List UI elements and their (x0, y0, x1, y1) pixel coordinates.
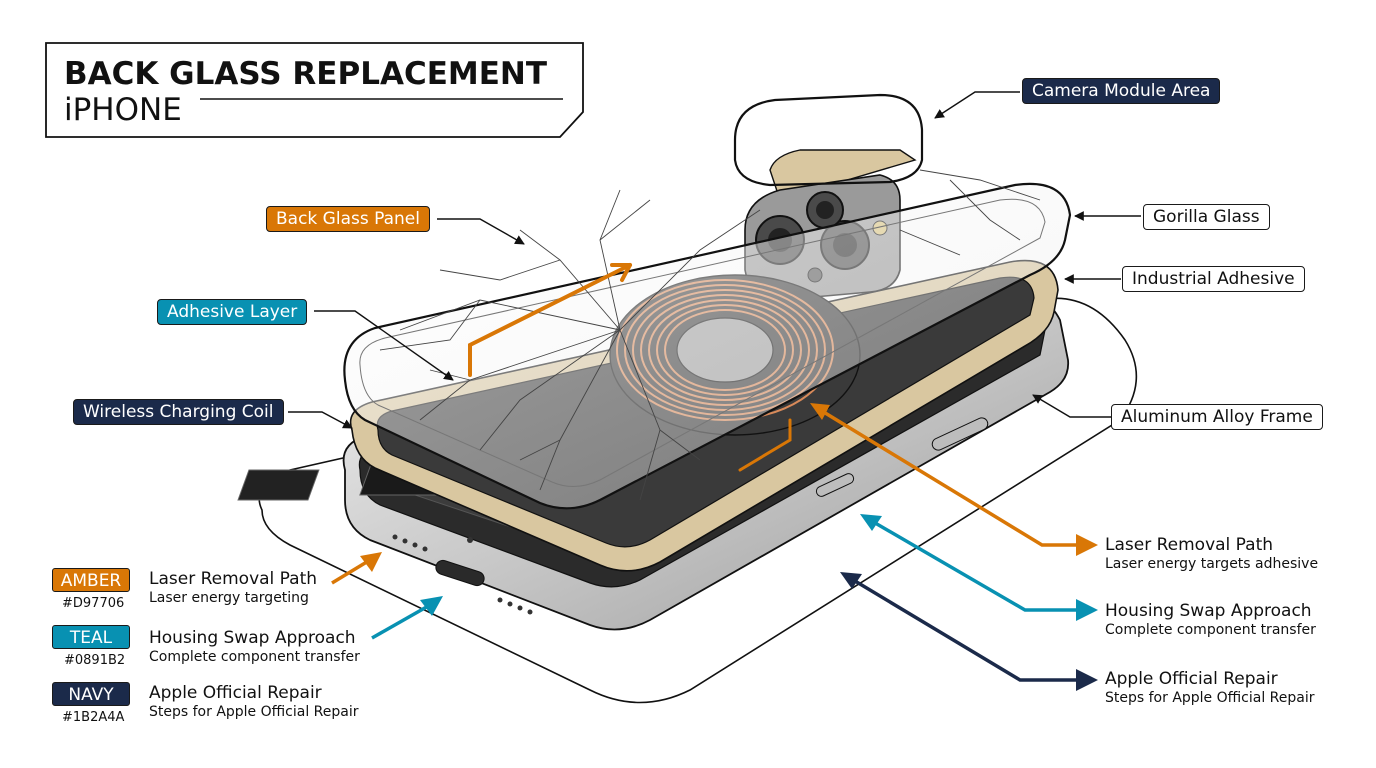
approach-subtitle-apple: Steps for Apple Official Repair (1105, 690, 1315, 706)
approach-title-apple: Apple Official Repair (1105, 669, 1278, 689)
approach-subtitle-laser: Laser energy targets adhesive (1105, 556, 1319, 572)
leader-back-glass-panel (437, 218, 525, 245)
approach-arrow-laser (810, 403, 1098, 556)
title-frame (45, 42, 584, 138)
approach-subtitle-housing: Complete component transfer (1105, 622, 1316, 638)
leader-wireless-charging-coil (288, 411, 353, 429)
approach-arrow-apple (840, 572, 1098, 691)
approach-title-laser: Laser Removal Path (1105, 535, 1274, 555)
legend-swatch-navy: NAVY (52, 682, 130, 706)
legend-subtitle-laser: Laser energy targeting (149, 590, 309, 606)
legend-title-housing: Housing Swap Approach (149, 628, 356, 648)
legend-subtitle-apple: Steps for Apple Official Repair (149, 704, 359, 720)
leader-aluminum-alloy-frame (1032, 394, 1111, 418)
legend-arrow-housing (371, 596, 443, 640)
legend-hex-amber: #D97706 (62, 596, 125, 611)
label-adhesive-layer: Adhesive Layer (157, 299, 308, 325)
page-title: BACK GLASS REPLACEMENT (64, 56, 547, 92)
approach-housing: Housing Swap Approach Complete component… (1105, 601, 1316, 639)
legend-item-laser: Laser Removal Path Laser energy targetin… (149, 569, 317, 607)
legend-hex-teal: #0891B2 (64, 653, 126, 668)
back-glass-panel (343, 93, 1072, 510)
glass-cracks (379, 169, 1041, 501)
approach-title-housing: Housing Swap Approach (1105, 601, 1312, 621)
label-back-glass-panel: Back Glass Panel (266, 206, 430, 232)
label-aluminum-alloy-frame: Aluminum Alloy Frame (1111, 404, 1323, 430)
legend-title-laser: Laser Removal Path (149, 569, 318, 589)
page-subtitle: iPHONE (64, 92, 182, 128)
laser-path-arrows (468, 263, 792, 472)
legend-swatch-teal: TEAL (52, 625, 130, 649)
label-wireless-charging-coil: Wireless Charging Coil (73, 399, 284, 425)
approach-apple: Apple Official Repair Steps for Apple Of… (1105, 669, 1315, 707)
leader-adhesive-layer (314, 310, 454, 381)
legend-subtitle-housing: Complete component transfer (149, 649, 360, 665)
legend-swatch-amber: AMBER (52, 568, 130, 592)
approach-arrow-housing (860, 514, 1098, 621)
label-gorilla-glass: Gorilla Glass (1143, 204, 1270, 230)
approach-laser: Laser Removal Path Laser energy targets … (1105, 535, 1318, 573)
legend-item-apple: Apple Official Repair Steps for Apple Of… (149, 683, 359, 721)
legend-hex-navy: #1B2A4A (62, 710, 125, 725)
legend-item-housing: Housing Swap Approach Complete component… (149, 628, 360, 666)
label-industrial-adhesive: Industrial Adhesive (1122, 266, 1305, 292)
legend-title-apple: Apple Official Repair (149, 683, 322, 703)
label-camera-module-area: Camera Module Area (1022, 78, 1221, 104)
leader-camera-module-area (934, 91, 1020, 119)
legend-arrow-laser (331, 552, 382, 585)
